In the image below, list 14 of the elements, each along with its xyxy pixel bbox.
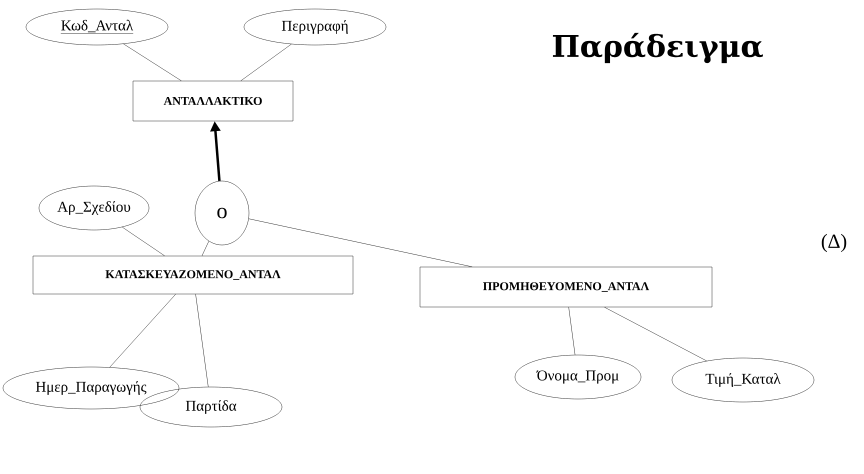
connector-line xyxy=(110,294,176,368)
entity-box: ΑΝΤΑΛΛΑΚΤΙΚΟ xyxy=(132,80,294,122)
connector-line xyxy=(240,44,292,81)
entity-box: ΠΡΟΜΗΘΕΥΟΜΕΝΟ_ΑΝΤΑΛ xyxy=(420,266,712,308)
label: (Δ) xyxy=(822,234,846,252)
title: Παράδειγμα xyxy=(552,32,763,64)
connector-line xyxy=(604,307,707,362)
connector-line xyxy=(195,294,208,388)
entity-box: ΚΑΤΑΣΚΕΥΑΖΟΜΕΝΟ_ΑΝΤΑΛ xyxy=(32,256,354,294)
connector-line xyxy=(248,218,472,267)
connector-line xyxy=(123,44,182,81)
connector-line xyxy=(202,240,210,256)
connector-line xyxy=(568,307,576,356)
connector-line xyxy=(122,226,165,256)
